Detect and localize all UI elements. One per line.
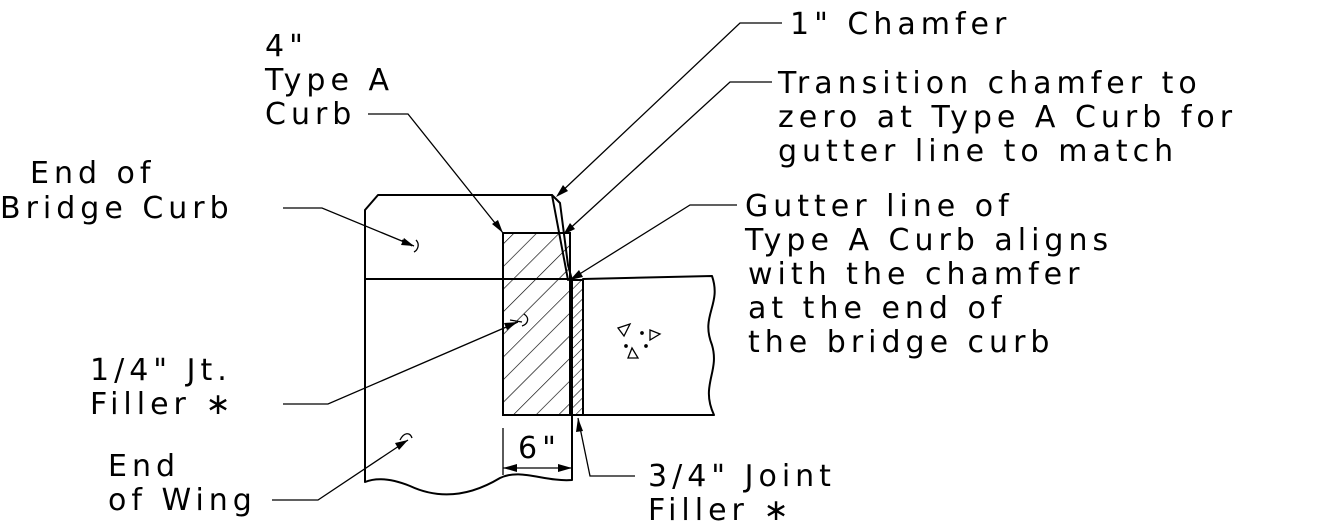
label-jt-filler-line2: Filler ∗ [90,387,236,422]
curb-tick [509,313,529,327]
wing-tick [399,433,413,441]
label-jt-filler-line1: 1/4" Jt. [90,353,232,388]
label-gutter-line2: Type A Curb aligns [744,223,1113,258]
label-1in-chamfer: 1" Chamfer [790,7,1011,42]
label-joint-filler-line1: 3/4" Joint [648,459,836,494]
label-gutter-line3: with the chamfer [748,257,1084,292]
label-joint-filler-line2: Filler ∗ [648,493,794,526]
label-gutter-line5: the bridge curb [748,325,1054,360]
label-dimension-6in: 6" [518,431,561,466]
label-transition-line1: Transition chamfer to [777,66,1202,101]
label-end-bridge-line1: End of [30,156,155,191]
label-4in-curb-line3: Curb [265,97,356,132]
label-4in-curb-line1: 4" [265,29,308,64]
label-transition-line3: gutter line to match [778,134,1178,169]
adjacent-slab-outline [582,275,716,416]
aggregate-symbols [616,322,662,359]
label-gutter-line4: at the end of [748,291,1006,326]
label-transition-line2: zero at Type A Curb for [778,100,1237,135]
label-gutter-line1: Gutter line of [745,189,1014,224]
joint-filler-strip [569,279,584,416]
label-end-bridge-line2: Bridge Curb [0,191,234,226]
label-4in-curb-line2: Type A [264,63,394,98]
leader-lines [272,22,782,501]
label-end-wing-line2: of Wing [108,483,257,518]
bridge-curb-outline [364,194,573,496]
label-end-wing-line1: End [108,449,180,484]
